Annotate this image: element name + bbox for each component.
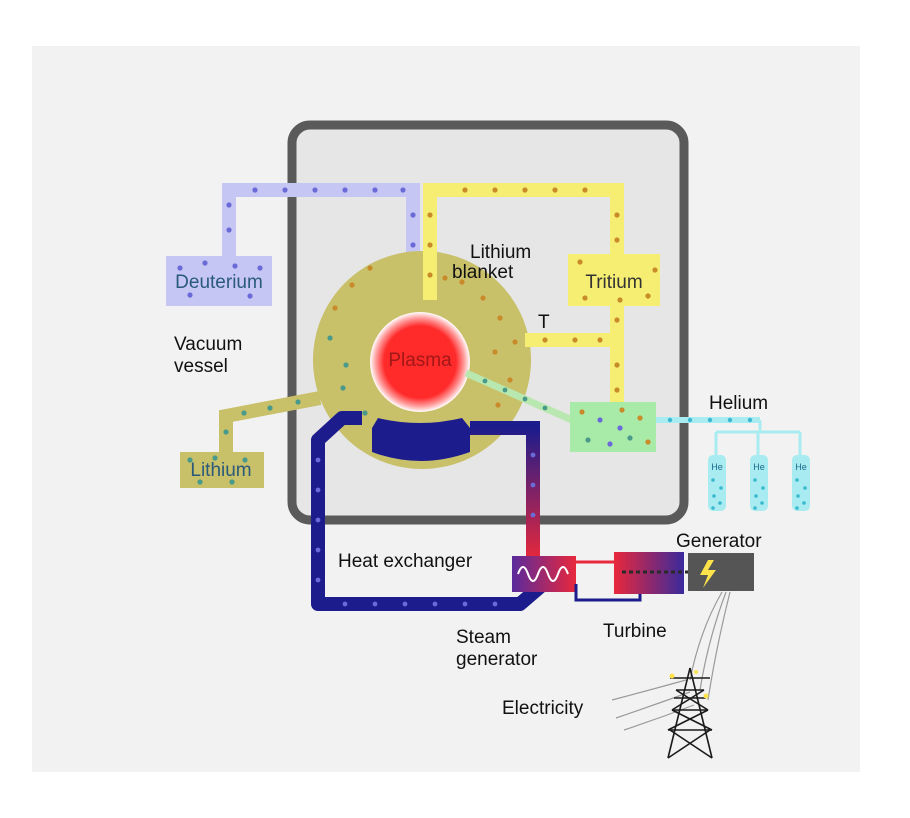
- deuterium-tank: [166, 256, 272, 306]
- lithium-blanket-label-line2: blanket: [452, 262, 514, 283]
- lithium-pipe: [219, 391, 322, 458]
- separator-box: [570, 402, 656, 452]
- coolant-dots: [315, 452, 536, 607]
- tritium-tank-dots: [577, 259, 658, 303]
- plasma-label: Plasma: [388, 350, 452, 371]
- lithium-tank-dots: [187, 455, 248, 485]
- helium-tank-1-label: He: [711, 462, 723, 472]
- plasma: [370, 312, 470, 412]
- exhaust-dots: [482, 378, 548, 411]
- helium-tank-3: [792, 455, 810, 511]
- generator-label: Generator: [676, 531, 762, 552]
- steam-generator: [512, 556, 576, 592]
- blanket-dots: [327, 265, 518, 428]
- generator-box: [688, 553, 754, 591]
- lithium-blanket-label-line1: Lithium: [470, 242, 531, 263]
- electricity-label: Electricity: [502, 698, 584, 719]
- condensate-line: [574, 584, 642, 602]
- divertor: [372, 418, 470, 461]
- tritium-return-pipe: [525, 300, 624, 410]
- helium-tank-1: [708, 455, 726, 511]
- vacuum-vessel-label-line2: vessel: [174, 356, 228, 377]
- heat-exchanger-label: Heat exchanger: [338, 551, 473, 572]
- steam-generator-coil: [517, 566, 569, 582]
- lithium-label: Lithium: [190, 460, 251, 481]
- helium-label: Helium: [709, 393, 768, 414]
- helium-tank-2-label: He: [753, 462, 765, 472]
- separator-dots: [579, 407, 651, 447]
- helium-tank-2: [750, 455, 768, 511]
- tritium-pipe-dots: [427, 187, 620, 393]
- tritium-symbol: T: [538, 312, 550, 333]
- power-pylon-icon: [667, 667, 713, 759]
- lightning-icon: [700, 560, 716, 588]
- steam-generator-label-line2: generator: [456, 649, 538, 670]
- lithium-pipe-dots: [223, 399, 301, 435]
- lithium-tank: [180, 452, 264, 488]
- helium-pipe-dots: [667, 417, 753, 423]
- pylon-sparks: [669, 670, 709, 699]
- tritium-label: Tritium: [585, 272, 642, 293]
- vacuum-vessel-label-line1: Vacuum: [174, 334, 242, 355]
- deuterium-tank-dots: [177, 260, 263, 299]
- steam-generator-label-line1: Steam: [456, 627, 511, 648]
- helium-tank-3-label: He: [795, 462, 807, 472]
- deuterium-label: Deuterium: [175, 272, 263, 293]
- turbine-label: Turbine: [603, 621, 667, 642]
